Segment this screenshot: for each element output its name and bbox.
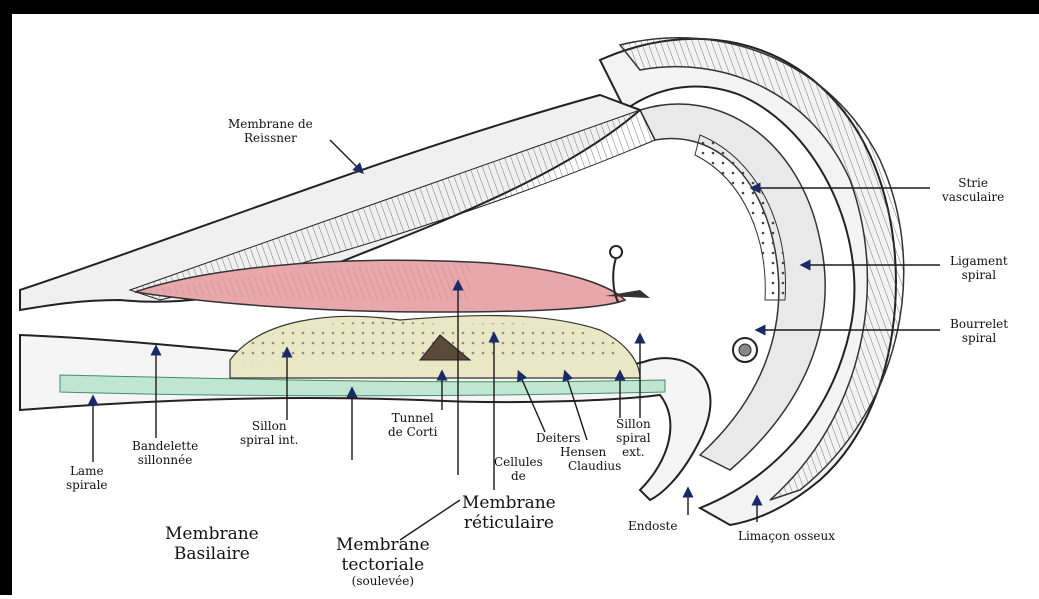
label-sillon-ext-line3: ext. bbox=[616, 446, 651, 460]
label-reissner-line2: Reissner bbox=[228, 132, 313, 146]
label-endoste: Endoste bbox=[628, 520, 677, 534]
label-hensen: Hensen bbox=[560, 446, 606, 460]
label-lame-line2: spirale bbox=[66, 479, 108, 493]
label-basilaire-line2: Basilaire bbox=[165, 545, 259, 565]
label-sillon-ext: Sillon spiral ext. bbox=[616, 418, 651, 459]
label-tunnel: Tunnel de Corti bbox=[388, 412, 437, 440]
label-basilaire: Membrane Basilaire bbox=[165, 525, 259, 564]
label-tectoriale-line1: Membrane bbox=[336, 536, 430, 556]
label-lame: Lame spirale bbox=[66, 465, 108, 493]
label-tunnel-line2: de Corti bbox=[388, 426, 437, 440]
label-strie: Strie vasculaire bbox=[942, 177, 1004, 205]
label-bandelette-line1: Bandelette bbox=[132, 440, 198, 454]
label-bourrelet-line2: spiral bbox=[950, 332, 1008, 346]
leader-reissner bbox=[330, 140, 360, 170]
label-reissner-line1: Membrane de bbox=[228, 118, 313, 132]
frame-left-border bbox=[0, 0, 12, 595]
label-lame-line1: Lame bbox=[66, 465, 108, 479]
label-bandelette-line2: sillonnée bbox=[132, 454, 198, 468]
label-cellules-line2: de bbox=[494, 470, 543, 484]
label-sillon-int-line2: spiral int. bbox=[240, 434, 298, 448]
label-limacon: Limaçon osseux bbox=[738, 530, 835, 544]
label-tunnel-line1: Tunnel bbox=[388, 412, 437, 426]
label-cellules-line1: Cellules bbox=[494, 456, 543, 470]
label-ligament: Ligament spiral bbox=[950, 255, 1008, 283]
label-reissner: Membrane de Reissner bbox=[228, 118, 313, 146]
label-reticulaire: Membrane réticulaire bbox=[462, 494, 556, 533]
frame-top-border bbox=[0, 0, 1039, 14]
label-ligament-line1: Ligament bbox=[950, 255, 1008, 269]
label-sillon-int: Sillon spiral int. bbox=[240, 420, 298, 448]
label-tectoriale-line3: (soulevée) bbox=[336, 575, 430, 589]
label-claudius: Claudius bbox=[568, 460, 621, 474]
label-strie-line1: Strie bbox=[942, 177, 1004, 191]
label-bandelette: Bandelette sillonnée bbox=[132, 440, 198, 468]
label-sillon-ext-line1: Sillon bbox=[616, 418, 651, 432]
label-sillon-int-line1: Sillon bbox=[240, 420, 298, 434]
label-tectoriale-line2: tectoriale bbox=[336, 556, 430, 576]
label-reticulaire-line2: réticulaire bbox=[462, 514, 556, 534]
label-deiters: Deiters bbox=[536, 432, 580, 446]
label-basilaire-line1: Membrane bbox=[165, 525, 259, 545]
label-bourrelet-line1: Bourrelet bbox=[950, 318, 1008, 332]
label-bourrelet: Bourrelet spiral bbox=[950, 318, 1008, 346]
label-reticulaire-line1: Membrane bbox=[462, 494, 556, 514]
label-cellules: Cellules de bbox=[494, 456, 543, 484]
label-tectoriale: Membrane tectoriale (soulevée) bbox=[336, 536, 430, 589]
label-strie-line2: vasculaire bbox=[942, 191, 1004, 205]
leader-tectoriale-lower bbox=[400, 500, 460, 540]
label-ligament-line2: spiral bbox=[950, 269, 1008, 283]
label-sillon-ext-line2: spiral bbox=[616, 432, 651, 446]
